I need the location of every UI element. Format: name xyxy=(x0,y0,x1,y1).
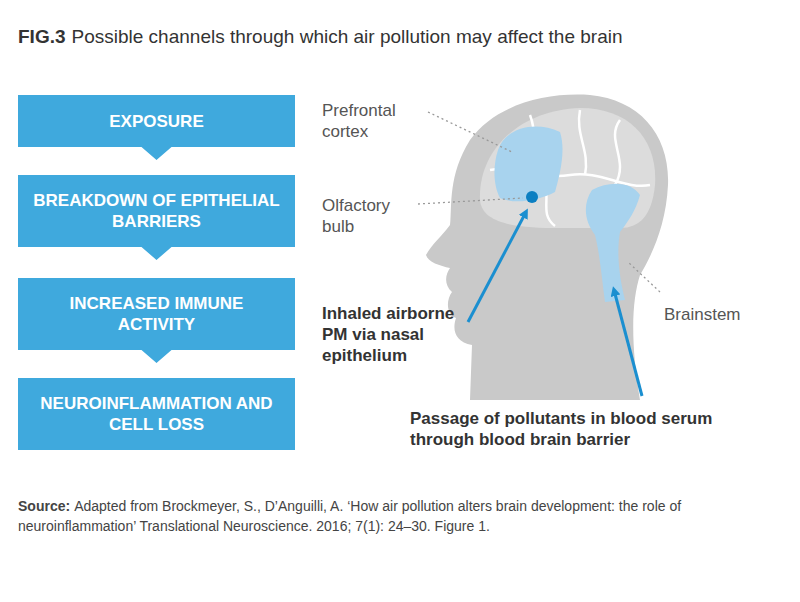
box-fill xyxy=(18,278,295,363)
pathway-arrows xyxy=(468,212,642,396)
pathway-label: Passage of pollutants in blood serum thr… xyxy=(410,408,750,450)
brainstem-region xyxy=(586,184,640,302)
box-fill xyxy=(18,95,295,160)
region-label: Olfactory bulb xyxy=(322,195,422,237)
box-text: BREAKDOWN OF EPITHELIAL BARRIERS xyxy=(30,190,283,232)
pathway-label: Inhaled airborne PM via nasal epithelium xyxy=(322,303,482,366)
box-content: NEUROINFLAMMATION AND CELL LOSS xyxy=(18,378,295,441)
prefrontal-region xyxy=(494,126,562,201)
box-text: INCREASED IMMUNE ACTIVITY xyxy=(30,293,283,335)
box-content: EXPOSURE xyxy=(18,95,295,138)
process-box: BREAKDOWN OF EPITHELIAL BARRIERS xyxy=(18,175,295,247)
source-label: Source: xyxy=(18,496,70,516)
region-label: Prefrontal cortex xyxy=(322,100,432,142)
olfactory-bulb-dot xyxy=(526,191,538,203)
box-text: EXPOSURE xyxy=(30,111,283,132)
box-text: NEUROINFLAMMATION AND CELL LOSS xyxy=(30,393,283,435)
figure-number: FIG.3 xyxy=(18,26,66,48)
process-box: EXPOSURE xyxy=(18,95,295,147)
box-content: BREAKDOWN OF EPITHELIAL BARRIERS xyxy=(18,175,295,238)
head-silhouette xyxy=(426,95,668,400)
box-fill xyxy=(18,175,295,260)
box-content: INCREASED IMMUNE ACTIVITY xyxy=(18,278,295,341)
figure-title: Possible channels through which air poll… xyxy=(72,26,623,48)
process-box: INCREASED IMMUNE ACTIVITY xyxy=(18,278,295,350)
region-label: Brainstem xyxy=(664,305,741,325)
leader-lines xyxy=(418,112,660,292)
source-caption: Adapted from Brockmeyer, S., D’Anguilli,… xyxy=(18,496,778,536)
process-box: NEUROINFLAMMATION AND CELL LOSS xyxy=(18,378,295,450)
box-fill xyxy=(18,378,295,450)
